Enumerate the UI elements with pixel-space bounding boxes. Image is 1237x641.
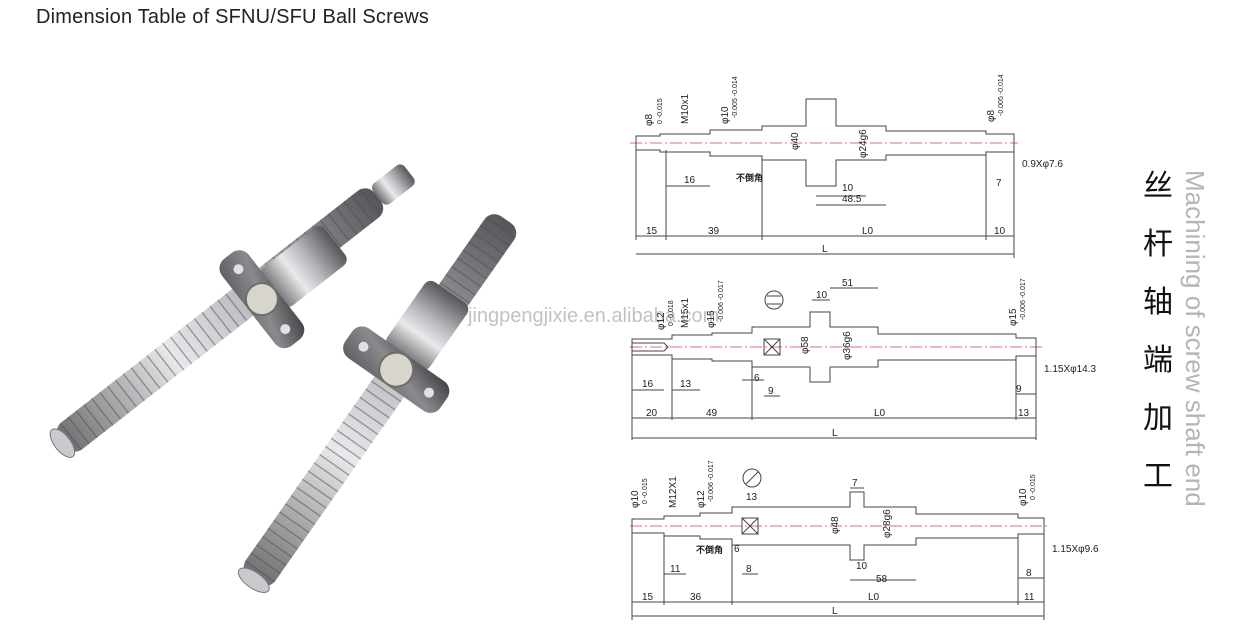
d2-d-bearing: φ15 (706, 310, 717, 328)
d3-dim-L: L (832, 606, 838, 617)
d3-dim-58: 58 (876, 574, 888, 585)
d2-d-right-tol: -0.006 -0.017 (1020, 278, 1027, 320)
d2-dim-10: 10 (816, 290, 828, 301)
d2-dim-51: 51 (842, 278, 854, 289)
d3-dim-10: 10 (856, 561, 868, 572)
page-title: Dimension Table of SFNU/SFU Ball Screws (36, 6, 430, 28)
d1-dim-15: 15 (646, 226, 658, 237)
d1-dim-7: 7 (996, 178, 1002, 189)
cn-char: 端 (1143, 343, 1173, 378)
d1-dim-L: L (822, 244, 828, 255)
d2-dim-L0: L0 (874, 408, 886, 419)
d3-dim-36: 36 (690, 592, 702, 603)
d1-d-nut: φ24g6 (858, 129, 869, 158)
d2-dim-16: 16 (642, 379, 654, 390)
left-nut (219, 226, 347, 349)
cn-char: 工 (1143, 459, 1173, 494)
ball-screw-photo (49, 164, 517, 593)
d3-dim-11: 11 (670, 564, 681, 575)
d3-dim-L0: L0 (868, 592, 880, 603)
d1-d-shaft: φ40 (790, 132, 801, 150)
d2-groove: 1.15Xφ14.3 (1044, 364, 1097, 375)
d2-d-right: φ15 (1008, 308, 1019, 326)
d3-dim-6: 6 (734, 544, 740, 555)
d1-dim-39: 39 (708, 226, 720, 237)
d1-dim-10b: 10 (994, 226, 1006, 237)
english-caption-text: Machining of screw shaft end (1180, 170, 1210, 507)
d3-d-left-tol: 0 -0.015 (642, 478, 649, 504)
d3-dim-7: 7 (852, 478, 858, 489)
d3-d-nut: φ28g6 (882, 509, 893, 538)
d1-groove: 0.9Xφ7.6 (1022, 159, 1063, 170)
d2-dim-49: 49 (706, 408, 718, 419)
cn-char: 轴 (1143, 285, 1173, 320)
d2-dim-13b: 13 (1018, 408, 1030, 419)
d3-dim-8b: 8 (1026, 568, 1032, 579)
d1-dim-10: 10 (842, 183, 854, 194)
d1-no-chamfer: 不倒角 (736, 172, 763, 183)
d2-thread: M15x1 (680, 298, 691, 328)
chinese-caption: 丝 杆 轴 端 加 工 (1140, 172, 1176, 520)
d1-d-right-tol: -0.005 -0.014 (998, 74, 1005, 116)
d1-dim-48-5: 48.5 (842, 194, 862, 205)
d3-d-right: φ10 (1018, 488, 1029, 506)
d3-d-bearing: φ12 (696, 490, 707, 508)
d1-d-right: φ8 (986, 110, 997, 122)
d3-dim-8: 8 (746, 564, 752, 575)
d3-dim-11b: 11 (1024, 592, 1035, 603)
d3-d-bearing-tol: -0.006 -0.017 (708, 460, 715, 502)
d1-thread: M10x1 (680, 94, 691, 124)
d1-d-left-tol: 0 -0.015 (657, 98, 664, 124)
d2-dim-6: 6 (754, 373, 760, 384)
drawing-1 (630, 98, 1018, 258)
d3-thread: M12X1 (668, 476, 679, 508)
d2-dim-L: L (832, 428, 838, 439)
d3-dim-15: 15 (642, 592, 654, 603)
cn-char: 杆 (1143, 227, 1173, 262)
d2-d-nut: φ36g6 (842, 331, 853, 360)
english-caption: Machining of screw shaft end (1180, 170, 1210, 507)
d3-groove: 1.15Xφ9.6 (1052, 544, 1099, 555)
d2-dim-13: 13 (680, 379, 692, 390)
d2-dim-20: 20 (646, 408, 658, 419)
right-nut (343, 280, 469, 413)
d1-d-bearing: φ10 (720, 106, 731, 124)
d3-d-flange: φ48 (830, 516, 841, 534)
d3-no-chamfer: 不倒角 (696, 544, 723, 555)
drawing-3 (630, 468, 1050, 620)
drawing-2 (630, 287, 1042, 440)
cn-char: 丝 (1143, 169, 1173, 204)
watermark: jingpengjixie.en.alibaba.com (468, 305, 720, 327)
d3-d-left: φ10 (630, 490, 641, 508)
d2-d-bearing-tol: -0.006 -0.017 (718, 280, 725, 322)
d1-d-bearing-tol: -0.005 -0.014 (732, 76, 739, 118)
d2-dim-9b: 9 (1016, 384, 1022, 395)
d3-dim-13: 13 (746, 492, 758, 503)
d2-d-left: φ12 (656, 312, 667, 330)
cn-char: 加 (1143, 401, 1173, 436)
d1-dim-L0: L0 (862, 226, 874, 237)
d2-d-left-tol: 0 -0.018 (668, 300, 675, 326)
d2-dim-9: 9 (768, 386, 774, 397)
d2-d-flange: φ58 (800, 336, 811, 354)
d1-d-left: φ8 (644, 114, 655, 126)
shaft-end-drawings: φ8 0 -0.015 M10x1 φ10 -0.005 -0.014 φ40 … (630, 74, 1099, 620)
d3-d-right-tol: 0 -0.015 (1030, 474, 1037, 500)
d1-dim-16: 16 (684, 175, 696, 186)
